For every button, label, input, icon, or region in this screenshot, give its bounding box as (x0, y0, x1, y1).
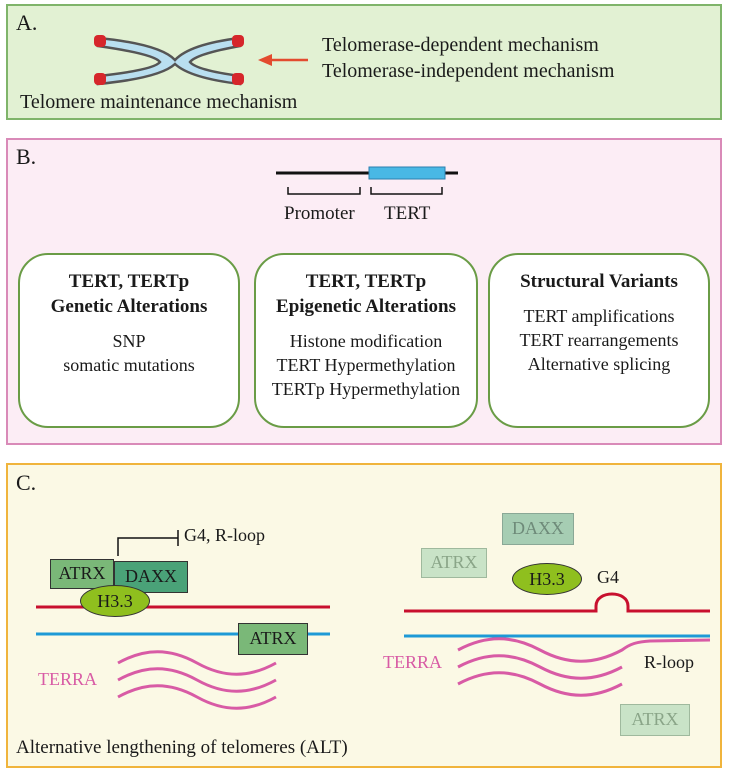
tert-region (368, 166, 446, 180)
box-title: Epigenetic Alterations (276, 296, 456, 317)
inhibition-line (117, 537, 178, 556)
panel-a (6, 4, 722, 120)
box-item: SNP (112, 331, 146, 351)
box-item: TERT Hypermethylation (276, 355, 456, 375)
arrow-left-icon (258, 54, 308, 66)
box-title: TERT, TERTp (305, 271, 427, 292)
panel-c-caption: Alternative lengthening of telomeres (AL… (16, 737, 348, 758)
structural-variants-box: Structural Variants TERT amplifications … (488, 253, 710, 428)
terra-waves-right (457, 637, 711, 697)
atrx-protein-faded: ATRX (421, 548, 487, 578)
promoter-bracket (287, 187, 361, 195)
h33-histone-right: H3.3 (512, 563, 582, 595)
terra-label-right: TERRA (383, 652, 443, 672)
box-item: TERTp Hypermethylation (271, 379, 461, 399)
box-title: TERT, TERTp (68, 271, 190, 292)
chromosome-icon (94, 35, 244, 86)
g4-label: G4 (597, 567, 619, 587)
atrx-protein: ATRX (50, 559, 114, 589)
box-title: Structural Variants (520, 271, 678, 292)
panel-a-caption: Telomere maintenance mechanism (20, 91, 298, 113)
atrx-protein-strand: ATRX (238, 623, 308, 655)
panel-a-label: A. (16, 10, 38, 35)
red-dna-strand-g4 (404, 592, 710, 613)
g4-rloop-label: G4, R-loop (184, 525, 265, 545)
telomere-cap-top-left (94, 35, 106, 47)
promoter-label: Promoter (284, 203, 355, 224)
terra-waves (117, 650, 277, 710)
panel-c-label: C. (16, 470, 37, 495)
box-item: TERT rearrangements (519, 330, 679, 350)
box-item: somatic mutations (63, 355, 195, 375)
telomere-cap-top-right (232, 35, 244, 47)
telomerase-independent-text: Telomerase-independent mechanism (322, 60, 615, 82)
daxx-protein-faded: DAXX (502, 513, 574, 545)
tert-label: TERT (384, 203, 431, 224)
box-item: Histone modification (289, 331, 443, 351)
h33-histone: H3.3 (80, 585, 150, 617)
panel-b-label: B. (16, 144, 37, 169)
terra-label: TERRA (38, 669, 98, 689)
telomere-cap-bottom-right (232, 73, 244, 85)
box-item: TERT amplifications (523, 306, 675, 326)
telomerase-dependent-text: Telomerase-dependent mechanism (322, 34, 599, 56)
box-title: Genetic Alterations (50, 296, 208, 317)
genetic-alterations-box: TERT, TERTp Genetic Alterations SNP soma… (18, 253, 240, 428)
rloop-label: R-loop (644, 652, 695, 672)
telomere-cap-bottom-left (94, 73, 106, 85)
atrx-protein-faded-lower: ATRX (620, 704, 690, 736)
box-item: Alternative splicing (527, 354, 671, 374)
tert-bracket (370, 187, 443, 195)
epigenetic-alterations-box: TERT, TERTp Epigenetic Alterations Histo… (254, 253, 478, 428)
